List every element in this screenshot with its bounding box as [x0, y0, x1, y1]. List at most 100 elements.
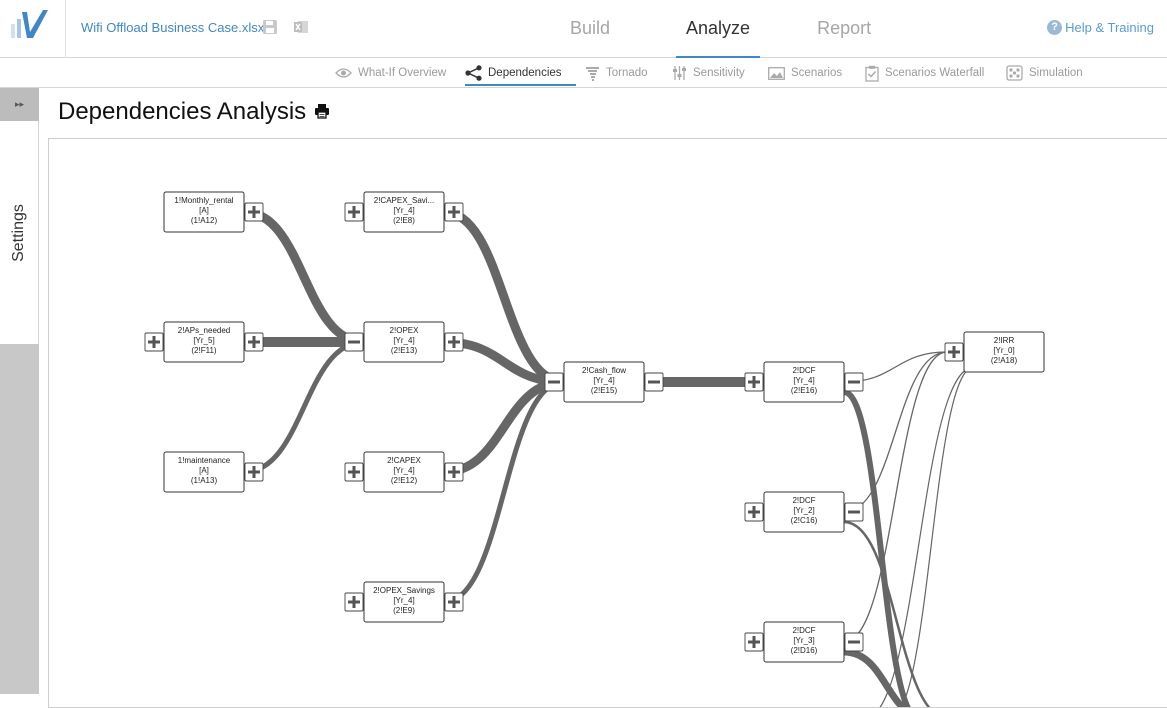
expand-button[interactable] — [444, 462, 464, 482]
graph-node[interactable]: 2!DCF[Yr_2](2!C16) — [744, 491, 864, 533]
subtab-scenarios-waterfall[interactable]: Scenarios Waterfall — [865, 61, 984, 85]
node-label: (2!E15) — [591, 386, 618, 395]
node-label: (2!E13) — [391, 346, 418, 355]
expand-button[interactable] — [744, 372, 764, 392]
expand-button[interactable] — [444, 202, 464, 222]
node-label: (2!E9) — [393, 606, 415, 615]
dependency-edge[interactable] — [443, 377, 565, 477]
expand-button[interactable] — [744, 502, 764, 522]
settings-label: Settings — [10, 203, 27, 262]
file-name[interactable]: Wifi Offload Business Case.xlsx — [81, 20, 265, 35]
expand-button[interactable] — [344, 202, 364, 222]
save-icon[interactable] — [262, 19, 278, 35]
image-icon — [768, 66, 785, 80]
node-label: (2!D16) — [791, 646, 818, 655]
node-label: 1!Monthly_rental — [174, 196, 233, 205]
page-title: Dependencies Analysis — [58, 98, 330, 126]
expand-button[interactable] — [744, 632, 764, 652]
graph-node[interactable]: 2!APs_needed[Yr_5](2!F11) — [144, 321, 264, 363]
node-label: 1!maintenance — [178, 456, 231, 465]
subtab-dependencies[interactable]: Dependencies — [465, 61, 576, 86]
expand-button[interactable] — [244, 202, 264, 222]
dependency-edge[interactable] — [243, 207, 365, 347]
graph-node[interactable]: 2!DCF[Yr_3](2!D16) — [744, 621, 864, 663]
dependency-edge[interactable] — [843, 648, 929, 708]
node-label: 2!OPEX_Savings — [373, 586, 435, 595]
sub-tabs: What-If Overview Dependencies Tornado Se… — [0, 58, 1167, 88]
node-label: 2!CAPEX_Savi... — [374, 196, 434, 205]
node-label: [Yr_5] — [193, 336, 214, 345]
help-label: Help & Training — [1065, 20, 1154, 35]
graph-nodes: 1!Monthly_rental[A](1!A12)2!APs_needed[Y… — [144, 191, 1045, 663]
clipboard-check-icon — [865, 65, 879, 82]
collapse-button[interactable] — [344, 332, 364, 352]
top-header: Wifi Offload Business Case.xlsx Build An… — [0, 0, 1167, 58]
dependency-edge[interactable] — [443, 207, 565, 387]
graph-node[interactable]: 2!CAPEX[Yr_4](2!E12) — [344, 451, 464, 493]
node-label: (2!A18) — [991, 356, 1018, 365]
dependency-edge[interactable] — [443, 379, 565, 605]
node-label: [A] — [199, 206, 209, 215]
subtab-tornado[interactable]: Tornado — [585, 61, 648, 85]
expand-button[interactable] — [444, 332, 464, 352]
graph-node[interactable]: 2!OPEX[Yr_4](2!E13) — [344, 321, 464, 363]
expand-button[interactable] — [344, 462, 364, 482]
collapse-button[interactable] — [844, 502, 864, 522]
sliders-icon — [673, 66, 686, 80]
node-label: [Yr_2] — [793, 506, 814, 515]
node-label: (2!E16) — [791, 386, 818, 395]
node-label: (2!C16) — [791, 516, 818, 525]
graph-edges — [243, 207, 975, 708]
node-label: [Yr_3] — [793, 636, 814, 645]
question-icon: ? — [1047, 20, 1063, 35]
help-training-link[interactable]: ? Help & Training — [1047, 20, 1154, 35]
expand-button[interactable] — [244, 332, 264, 352]
graph-node[interactable]: 1!Monthly_rental[A](1!A12) — [163, 191, 264, 233]
node-label: (2!F11) — [191, 346, 217, 355]
collapse-button[interactable] — [844, 372, 864, 392]
graph-node[interactable]: 2!IRR[Yr_0](2!A18) — [944, 331, 1045, 373]
collapse-button[interactable] — [544, 372, 564, 392]
node-label: 2!IRR — [994, 336, 1015, 345]
expand-button[interactable] — [344, 592, 364, 612]
dice-icon — [1006, 65, 1023, 81]
settings-sidebar: ▸▸ Settings — [0, 88, 39, 694]
tab-analyze[interactable]: Analyze — [671, 0, 765, 58]
node-label: [Yr_4] — [393, 206, 414, 215]
subtab-what-if-overview[interactable]: What-If Overview — [335, 61, 446, 85]
tab-build[interactable]: Build — [570, 18, 611, 38]
dependency-edge[interactable] — [889, 366, 975, 708]
node-label: [Yr_4] — [393, 466, 414, 475]
dependency-edge[interactable] — [243, 339, 365, 475]
subtab-simulation[interactable]: Simulation — [1006, 61, 1083, 85]
node-label: [Yr_4] — [393, 336, 414, 345]
node-label: 2!APs_needed — [178, 326, 231, 335]
settings-tab[interactable]: Settings — [0, 121, 39, 344]
subtab-scenarios[interactable]: Scenarios — [768, 61, 842, 85]
graph-node[interactable]: 1!maintenance[A](1!A13) — [163, 451, 264, 493]
app-logo[interactable] — [0, 0, 66, 58]
graph-node[interactable]: 2!OPEX_Savings[Yr_4](2!E9) — [344, 581, 464, 623]
share-icon — [465, 65, 482, 81]
expand-button[interactable] — [444, 592, 464, 612]
graph-node[interactable]: 2!Cash_flow[Yr_4](2!E15) — [544, 361, 664, 403]
node-label: 2!OPEX — [390, 326, 420, 335]
graph-node[interactable]: 2!DCF[Yr_4](2!E16) — [744, 361, 864, 403]
tab-report[interactable]: Report — [817, 18, 872, 38]
main-tabs: Build Analyze Report — [555, 0, 886, 58]
graph-node[interactable]: 2!CAPEX_Savi...[Yr_4](2!E8) — [344, 191, 464, 233]
eye-icon — [335, 68, 352, 78]
dependency-edge[interactable] — [843, 520, 949, 708]
expand-sidebar-button[interactable]: ▸▸ — [0, 88, 39, 121]
expand-button[interactable] — [944, 342, 964, 362]
collapse-button[interactable] — [844, 632, 864, 652]
expand-button[interactable] — [144, 332, 164, 352]
subtab-sensitivity[interactable]: Sensitivity — [672, 61, 745, 85]
node-label: (2!E8) — [393, 216, 415, 225]
print-icon[interactable] — [314, 98, 330, 126]
dependency-edge[interactable] — [843, 351, 948, 643]
excel-icon[interactable] — [293, 19, 309, 35]
expand-button[interactable] — [244, 462, 264, 482]
dependencies-graph[interactable]: 1!Monthly_rental[A](1!A12)2!APs_needed[Y… — [48, 138, 1167, 708]
collapse-button[interactable] — [644, 372, 664, 392]
